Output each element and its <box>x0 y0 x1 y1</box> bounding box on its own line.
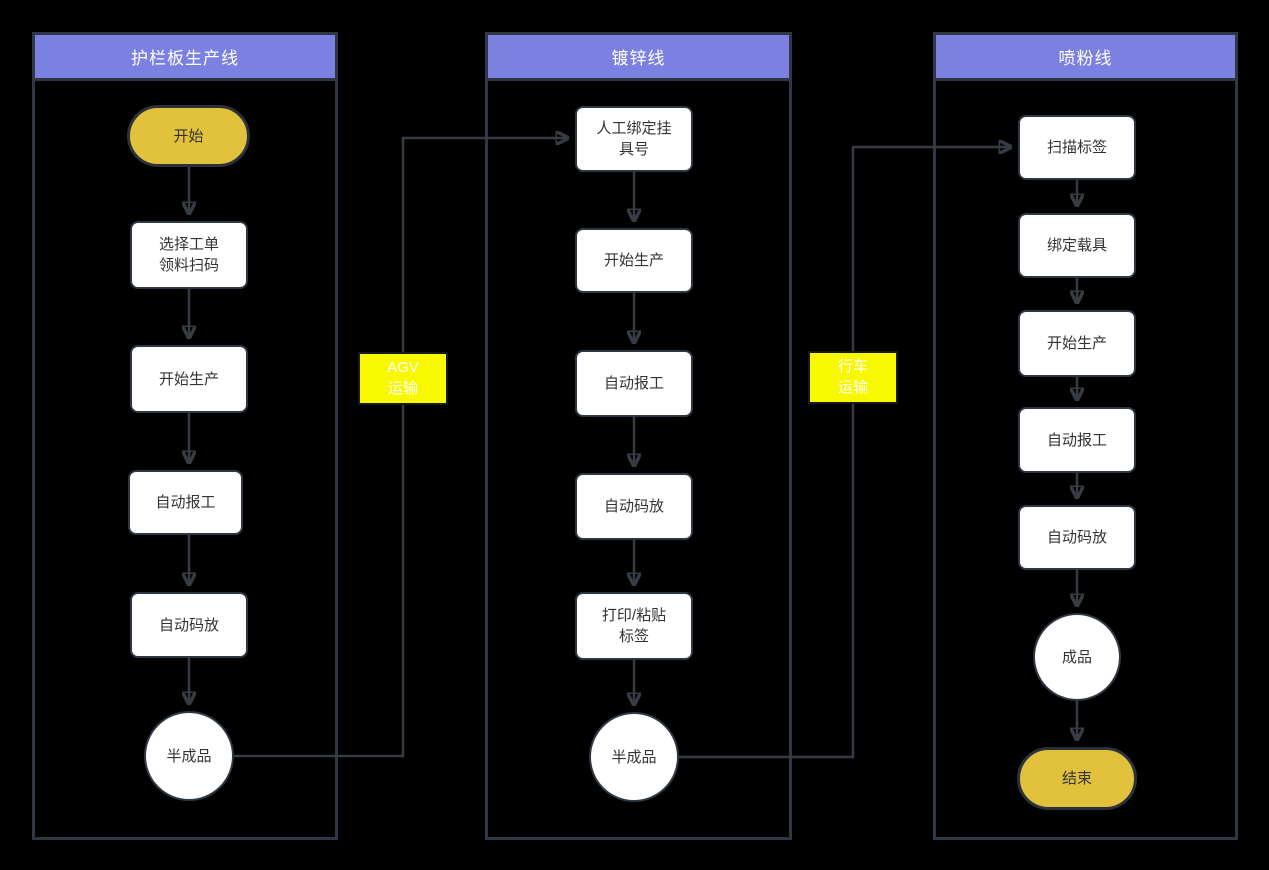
node-start: 开始 <box>127 105 250 167</box>
node-semi-finished-l1: 半成品 <box>144 711 234 801</box>
node-auto-stack-l3: 自动码放 <box>1018 505 1136 570</box>
label-crane-transport: 行车 运输 <box>808 351 898 404</box>
lane-title-guardrail: 护栏板生产线 <box>35 35 335 81</box>
node-finished-product: 成品 <box>1033 613 1121 701</box>
node-semi-finished-l2: 半成品 <box>589 712 679 802</box>
node-auto-report-l2: 自动报工 <box>575 350 693 417</box>
node-scan-label: 扫描标签 <box>1018 115 1136 180</box>
node-auto-stack-l1: 自动码放 <box>130 592 248 658</box>
node-auto-stack-l2: 自动码放 <box>575 473 693 540</box>
node-manual-bind-hanger: 人工绑定挂 具号 <box>575 106 693 172</box>
label-agv-transport: AGV 运输 <box>358 352 448 405</box>
node-end: 结束 <box>1017 747 1137 810</box>
node-start-production-l3: 开始生产 <box>1018 310 1136 377</box>
node-auto-report-l3: 自动报工 <box>1018 407 1136 473</box>
lane-title-galvanizing: 镀锌线 <box>488 35 789 81</box>
node-bind-carrier: 绑定载具 <box>1018 213 1136 278</box>
node-start-production-l1: 开始生产 <box>130 345 248 413</box>
node-select-workorder-scan: 选择工单 领料扫码 <box>130 221 248 289</box>
node-start-production-l2: 开始生产 <box>575 228 693 293</box>
node-print-paste-label: 打印/粘贴 标签 <box>575 592 693 660</box>
node-auto-report-l1: 自动报工 <box>128 470 243 535</box>
lane-title-powder-coating: 喷粉线 <box>936 35 1235 81</box>
